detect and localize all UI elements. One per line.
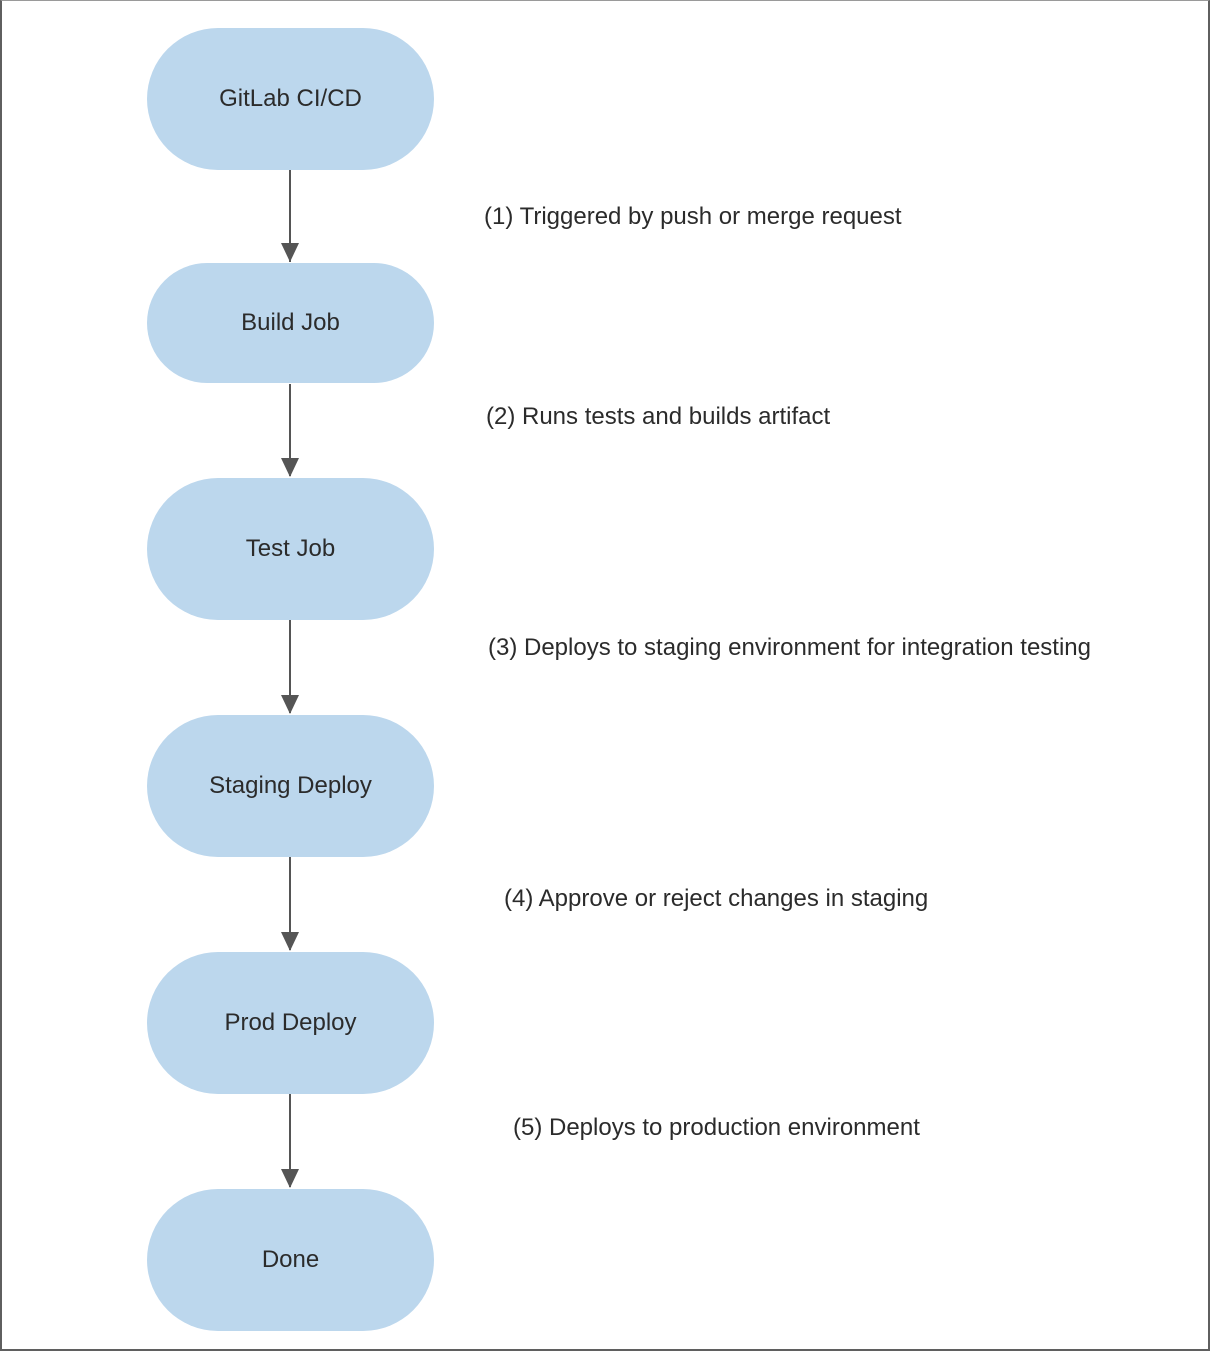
node-label: Done: [261, 1246, 320, 1273]
edge-label-1: (1) Triggered by push or merge request: [484, 203, 902, 230]
node-test-job: Test Job: [147, 478, 434, 620]
node-label: Test Job: [245, 535, 336, 562]
edge-label-2: (2) Runs tests and builds artifact: [486, 403, 831, 430]
edge-label-5: (5) Deploys to production environment: [513, 1114, 920, 1141]
arrowhead-build: [281, 243, 299, 262]
node-prod-deploy: Prod Deploy: [147, 952, 434, 1094]
node-gitlab-ci-cd: GitLab CI/CD: [147, 28, 434, 170]
arrowhead-done: [281, 1169, 299, 1188]
edge-label-3: (3) Deploys to staging environment for i…: [488, 634, 1091, 661]
arrowhead-test: [281, 458, 299, 477]
node-label: Prod Deploy: [224, 1009, 357, 1036]
node-done: Done: [147, 1189, 434, 1331]
arrowhead-staging: [281, 695, 299, 714]
node-staging-deploy: Staging Deploy: [147, 715, 434, 857]
edge-label-4: (4) Approve or reject changes in staging: [504, 885, 929, 912]
node-build-job: Build Job: [147, 263, 434, 383]
node-label: Staging Deploy: [209, 772, 372, 799]
arrowhead-prod: [281, 932, 299, 951]
node-label: GitLab CI/CD: [219, 85, 362, 112]
node-label: Build Job: [241, 309, 340, 336]
